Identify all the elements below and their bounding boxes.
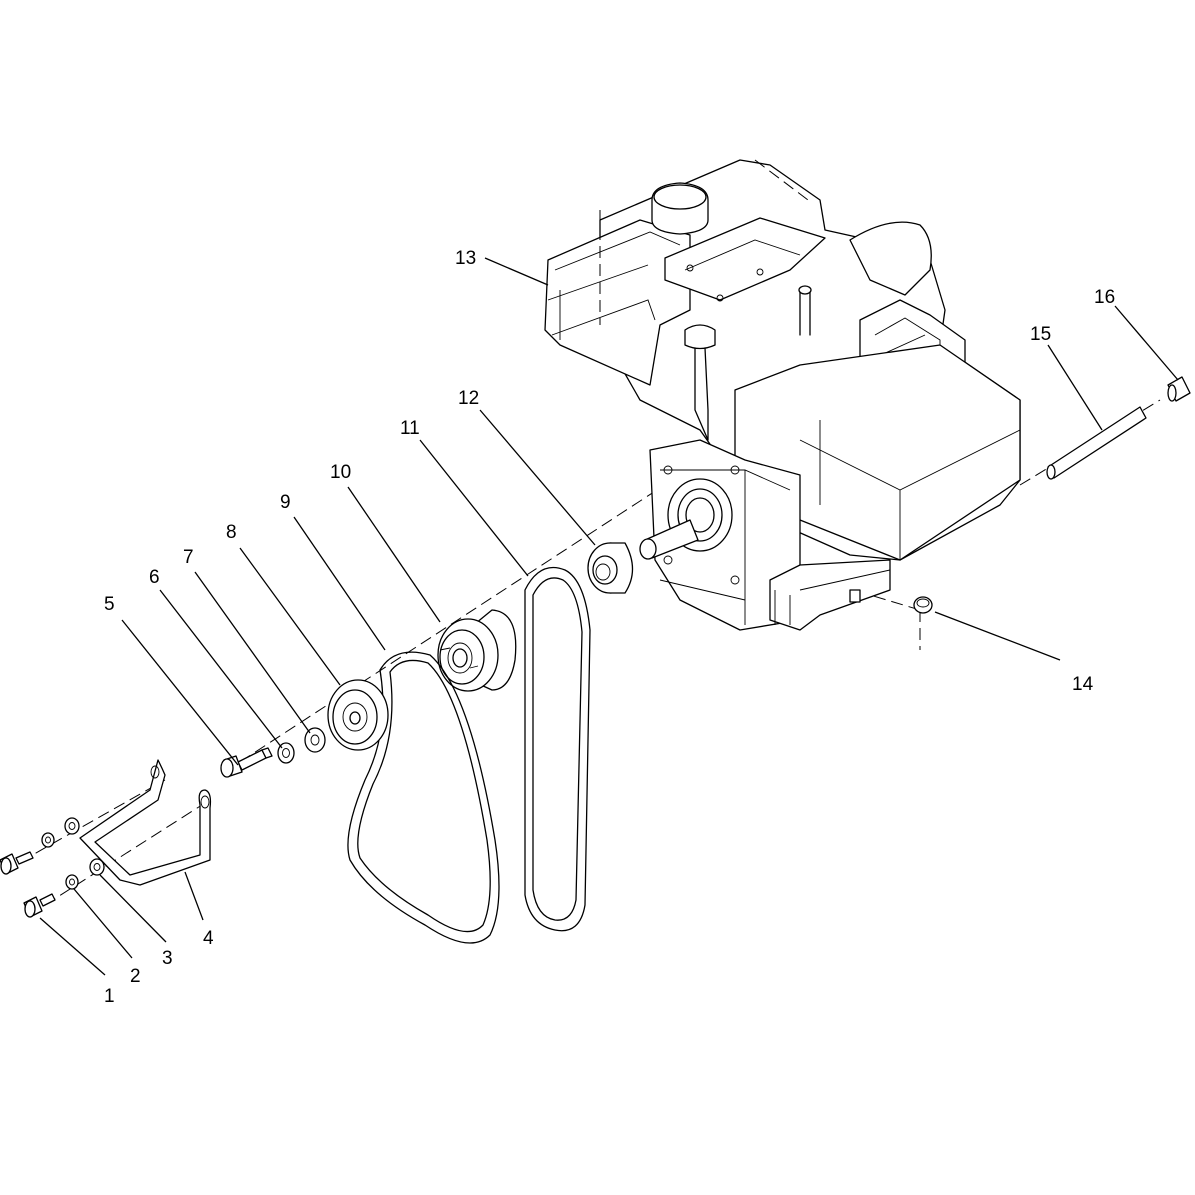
leader-15 xyxy=(1047,344,1103,431)
leader-1 xyxy=(39,917,106,976)
leader-9 xyxy=(293,516,386,651)
idler-pulley xyxy=(327,679,389,751)
leader-13 xyxy=(484,257,549,286)
leader-10 xyxy=(347,486,441,623)
bolt-5 xyxy=(220,747,273,778)
callout-labels: 1 2 3 4 5 6 7 8 9 10 11 12 13 14 15 16 xyxy=(104,248,1115,1007)
leader-4 xyxy=(184,871,204,921)
double-pulley xyxy=(437,609,517,692)
callout-7: 7 xyxy=(183,547,194,568)
callout-13: 13 xyxy=(455,248,476,269)
bracket xyxy=(79,759,212,886)
callout-15: 15 xyxy=(1030,324,1051,345)
leader-12 xyxy=(479,409,596,546)
leader-lines xyxy=(39,257,1179,976)
callout-8: 8 xyxy=(226,522,237,543)
leader-8 xyxy=(239,547,341,686)
callout-12: 12 xyxy=(458,388,479,409)
leader-16 xyxy=(1114,305,1179,381)
leader-14 xyxy=(934,611,1061,661)
leader-6 xyxy=(159,589,283,749)
leader-11 xyxy=(419,439,529,577)
callout-9: 9 xyxy=(280,492,291,513)
callout-5: 5 xyxy=(104,594,115,615)
fasteners-upper xyxy=(0,817,80,875)
spacer xyxy=(1046,406,1147,480)
callout-16: 16 xyxy=(1094,287,1115,308)
callout-6: 6 xyxy=(149,567,160,588)
pulley-hub xyxy=(587,542,634,594)
callout-3: 3 xyxy=(162,948,173,969)
callout-10: 10 xyxy=(330,462,351,483)
callout-1: 1 xyxy=(104,986,115,1007)
flange-nut xyxy=(913,596,933,614)
flat-washer-7 xyxy=(304,727,326,753)
belt-right xyxy=(524,566,591,932)
nut-16 xyxy=(1167,376,1191,402)
fasteners-lower xyxy=(23,858,105,918)
callout-4: 4 xyxy=(203,928,214,949)
leader-3 xyxy=(99,874,167,943)
engine xyxy=(544,159,1021,631)
belt-left xyxy=(347,651,500,944)
leader-2 xyxy=(73,888,133,959)
leader-7 xyxy=(194,571,311,734)
leader-5 xyxy=(121,619,239,766)
callout-11: 11 xyxy=(400,418,420,439)
callout-14: 14 xyxy=(1072,674,1094,695)
callout-2: 2 xyxy=(130,966,141,987)
